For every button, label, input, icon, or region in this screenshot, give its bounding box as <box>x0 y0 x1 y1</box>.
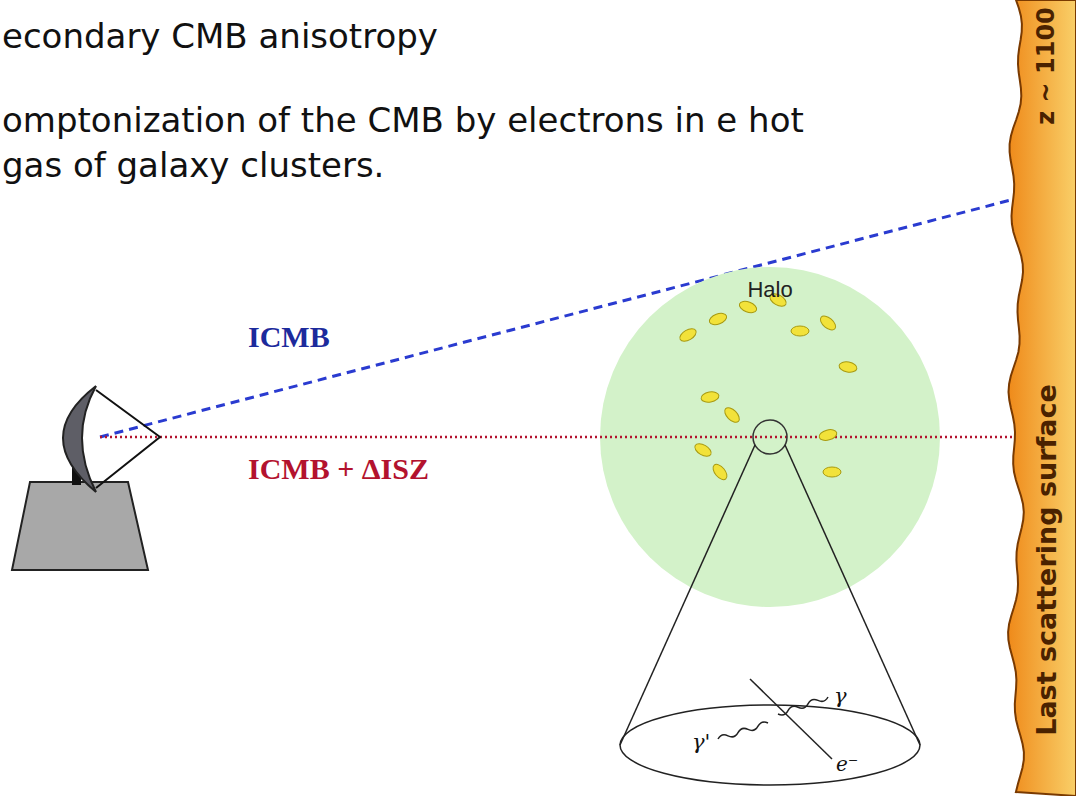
halo-label: Halo <box>747 277 792 303</box>
halo-circle: Halo <box>600 267 940 607</box>
electron-label: e⁻ <box>836 752 858 776</box>
intensity-label: ICMB <box>248 320 330 354</box>
band-label: Last scattering surface <box>1031 384 1062 736</box>
photon-label: γ <box>834 684 847 708</box>
slide-subtitle: omptonization of the CMB by electrons in… <box>2 98 832 188</box>
telescope <box>12 386 160 570</box>
intensity-label: ICMB + ΔISZ <box>248 452 429 486</box>
photon-label: γ' <box>692 730 710 754</box>
band-label: z ~ 1100 <box>1032 7 1060 125</box>
slide-title: econdary CMB anisotropy <box>2 16 438 56</box>
halo-shape <box>600 267 940 607</box>
last-scattering-band: z ~ 1100Last scattering surface <box>1008 0 1076 796</box>
sz-ray <box>100 436 1030 439</box>
